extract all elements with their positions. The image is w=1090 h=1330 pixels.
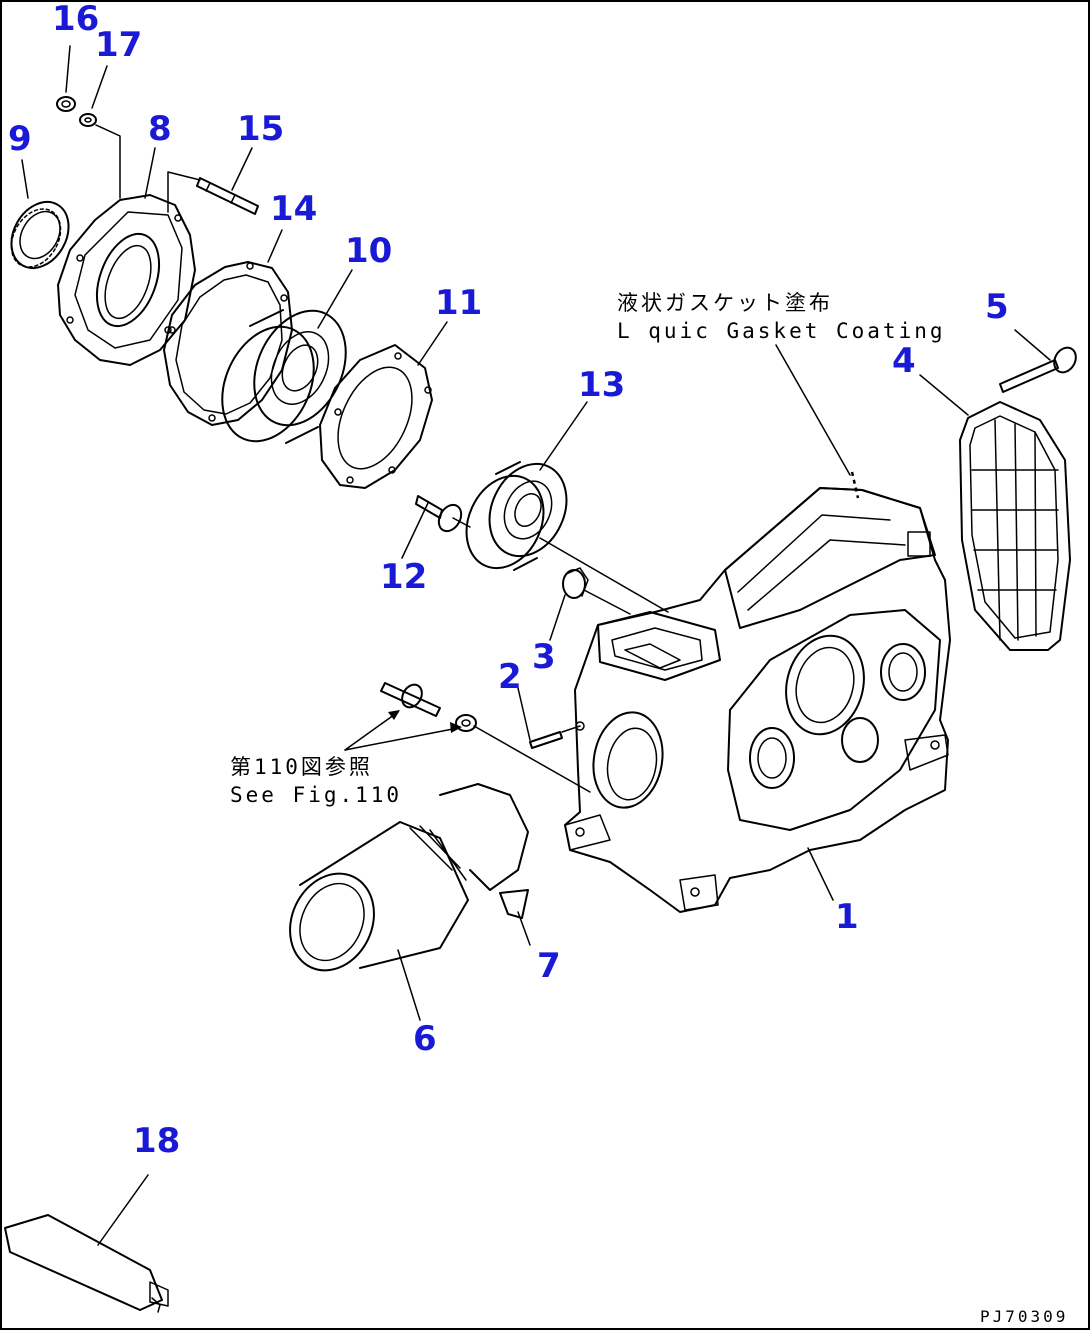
part-label-14: 14 [270, 189, 317, 229]
part-label-11: 11 [435, 283, 482, 323]
part-label-18: 18 [133, 1121, 180, 1161]
part-label-6: 6 [413, 1019, 437, 1059]
part-label-3: 3 [532, 637, 556, 677]
part-17-washer [79, 113, 97, 127]
leader-lines [21, 45, 1051, 1246]
part-label-1: 1 [835, 897, 859, 937]
part-label-8: 8 [148, 109, 172, 149]
part-10-bearing [221, 309, 347, 444]
part-4-side-cover [959, 401, 1071, 651]
gasket-note-jp: 液状ガスケット塗布 [617, 291, 833, 315]
part-3-plug [562, 567, 589, 599]
see-fig-note-en: See Fig.110 [230, 783, 402, 807]
see-fig-note-jp: 第110図参照 [230, 755, 373, 779]
part-label-9: 9 [8, 119, 32, 159]
part-label-5: 5 [985, 287, 1009, 327]
part-7-bracket [439, 783, 529, 919]
drawing-code: PJ70309 [980, 1307, 1068, 1326]
part-label-7: 7 [537, 946, 561, 986]
part-14-gasket [163, 261, 293, 426]
part-label-17: 17 [95, 25, 142, 65]
part-15-stud [196, 177, 259, 215]
part-label-10: 10 [345, 231, 392, 271]
part-12-bolt [415, 495, 463, 533]
part-label-13: 13 [578, 365, 625, 405]
part-label-4: 4 [892, 341, 916, 381]
part-1-housing [564, 487, 951, 913]
part-13-bearing [465, 461, 568, 571]
part-16-nut [56, 96, 76, 112]
part-6-sleeve [289, 821, 469, 972]
fitting-fig110 [380, 682, 477, 732]
part-label-12: 12 [380, 557, 427, 597]
gasket-note-en: L quic Gasket Coating [617, 319, 946, 343]
part-label-16: 16 [52, 0, 99, 39]
part-2-dowel-pin [529, 731, 563, 749]
part-label-15: 15 [237, 109, 284, 149]
part-9-oil-seal [10, 201, 70, 269]
part-label-2: 2 [498, 657, 522, 697]
part-18-tube [4, 1214, 169, 1313]
part-5-bolt [999, 346, 1077, 393]
part-8-cover [57, 194, 196, 366]
part-11-retainer [319, 344, 433, 489]
